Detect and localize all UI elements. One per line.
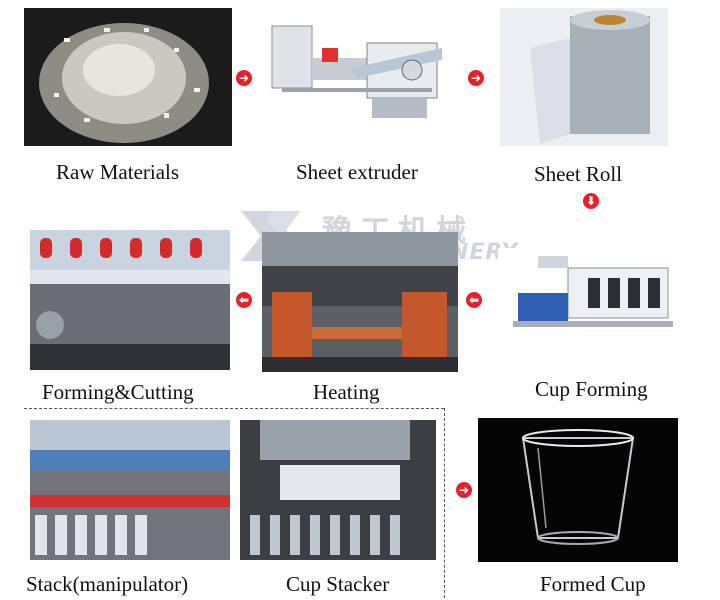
heating-image bbox=[262, 232, 458, 372]
sheet-roll-image bbox=[500, 8, 668, 146]
arrow-left-icon: ⬅ bbox=[236, 292, 252, 308]
arrow-right-icon: ➜ bbox=[236, 70, 252, 86]
step-label-cup-stacker: Cup Stacker bbox=[286, 572, 389, 597]
arrow-right-icon: ➜ bbox=[468, 70, 484, 86]
step-label-formed-cup: Formed Cup bbox=[540, 572, 646, 597]
step-label-sheet-extruder: Sheet extruder bbox=[296, 160, 418, 185]
arrow-right-icon: ➜ bbox=[456, 482, 472, 498]
arrow-down-icon: ⬇ bbox=[583, 193, 599, 209]
raw-materials-image bbox=[24, 8, 232, 146]
step-label-cup-forming: Cup Forming bbox=[535, 377, 648, 402]
step-label-sheet-roll: Sheet Roll bbox=[534, 162, 622, 187]
group-border-right bbox=[444, 408, 445, 598]
forming-cutting-image bbox=[30, 230, 230, 370]
group-border-top bbox=[24, 408, 444, 409]
step-label-raw-materials: Raw Materials bbox=[56, 160, 179, 185]
step-label-heating: Heating bbox=[313, 380, 379, 405]
stack-manipulator-image bbox=[30, 420, 230, 560]
arrow-left-icon: ⬅ bbox=[466, 292, 482, 308]
formed-cup-image bbox=[478, 418, 678, 562]
sheet-extruder-image bbox=[262, 8, 452, 146]
step-label-stack-manipulator: Stack(manipulator) bbox=[26, 572, 188, 597]
cup-stacker-image bbox=[240, 420, 436, 560]
step-label-forming-cutting: Forming&Cutting bbox=[42, 380, 194, 405]
cup-forming-image bbox=[498, 248, 678, 348]
